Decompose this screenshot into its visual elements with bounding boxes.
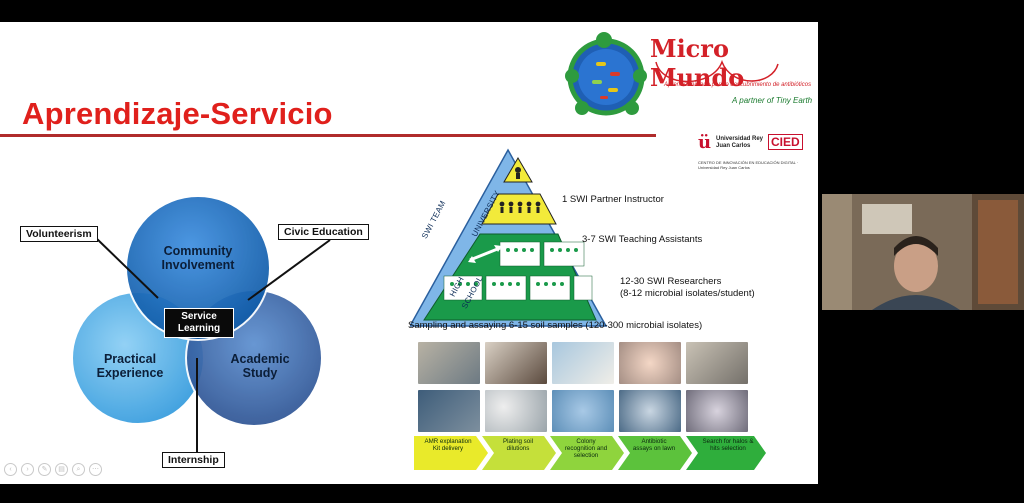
step-halos: Search for halos & hits selection — [702, 438, 754, 452]
internship-label: Internship — [162, 452, 225, 468]
cied-caption: CENTRO DE INNOVACIÓN EN EDUCACIÓN DIGITA… — [698, 160, 799, 170]
service-learning-box: Service Learning — [164, 308, 234, 338]
heart-swoosh-icon — [655, 59, 779, 83]
menu-icon[interactable]: ▤ — [55, 463, 68, 476]
civic-education-label: Civic Education — [278, 224, 369, 240]
antibiotic-assay-photo — [619, 390, 681, 432]
practical-circle-text: Practical Experience — [96, 352, 164, 380]
lab-group-photo — [686, 342, 748, 384]
urjc-mark-icon: ü — [698, 132, 712, 153]
cied-logo: CIED — [768, 134, 803, 150]
presenter-video — [822, 194, 1024, 310]
micromundo-tagline: Aprendiz-iniciado para o descubrimiento … — [664, 82, 812, 88]
next-icon[interactable]: › — [21, 463, 34, 476]
globe-logo-icon — [565, 32, 647, 116]
halo-photo — [686, 390, 748, 432]
zoom-icon[interactable]: ⌕ — [72, 463, 85, 476]
lab-students-photo — [552, 342, 614, 384]
step-plating: Plating soil dilutions — [503, 438, 533, 452]
step-arrows — [414, 436, 766, 470]
urjc-name: Universidad Rey Juan Carlos — [716, 136, 764, 149]
student-pipetting-photo — [485, 342, 547, 384]
step-antibiotic: Antibiotic assays on lawn — [632, 438, 676, 452]
step-amr: AMR explanation Kit delivery — [424, 438, 472, 452]
academic-circle-text: Academic Study — [230, 352, 290, 380]
tier-instructor-label: 1 SWI Partner Instructor — [562, 194, 664, 205]
sampling-caption: Sampling and assaying 6-15 soil samples … — [408, 320, 703, 331]
tier-isolates-label: (8-12 microbial isolates/student) — [620, 288, 755, 299]
colony-photo — [552, 390, 614, 432]
more-icon[interactable]: ⋯ — [89, 463, 102, 476]
plates-photo — [485, 390, 547, 432]
tier-assistants-label: 3-7 SWI Teaching Assistants — [582, 234, 703, 245]
service-learning-venn: Volunteerism Civic Education Internship … — [0, 182, 400, 482]
soil-kit-photo — [418, 390, 480, 432]
process-steps: AMR explanation Kit delivery Plating soi… — [414, 434, 766, 472]
university-logos: ü Universidad Rey Juan Carlos CIED CENTR… — [698, 132, 810, 172]
slide-title: Aprendizaje-Servicio — [22, 96, 333, 131]
classroom-photo — [418, 342, 480, 384]
tiny-earth-partner: A partner of Tiny Earth — [732, 96, 813, 105]
volunteerism-label: Volunteerism — [20, 226, 98, 242]
pyramid-shape — [410, 148, 608, 327]
step-colony: Colony recognition and selection — [564, 438, 608, 459]
swi-pyramid: 1 SWI Partner Instructor 3-7 SWI Teachin… — [410, 142, 810, 354]
prev-icon[interactable]: ‹ — [4, 463, 17, 476]
petri-dish-photo — [619, 342, 681, 384]
slideshow-toolbar: ‹ › ✎ ▤ ⌕ ⋯ — [4, 463, 102, 481]
presenter-video-frame — [822, 194, 1024, 310]
micromundo-logo: Micro Mundo Aprendiz-iniciado para o des… — [560, 22, 818, 124]
presentation-slide: Micro Mundo Aprendiz-iniciado para o des… — [0, 22, 818, 484]
pen-icon[interactable]: ✎ — [38, 463, 51, 476]
micromundo-brand: Micro Mundo — [650, 34, 745, 92]
tier-researchers-label: 12-30 SWI Researchers — [620, 276, 722, 287]
title-divider — [0, 134, 656, 137]
lab-photo-grid — [418, 342, 754, 434]
community-circle-text: Community Involvement — [161, 244, 235, 272]
